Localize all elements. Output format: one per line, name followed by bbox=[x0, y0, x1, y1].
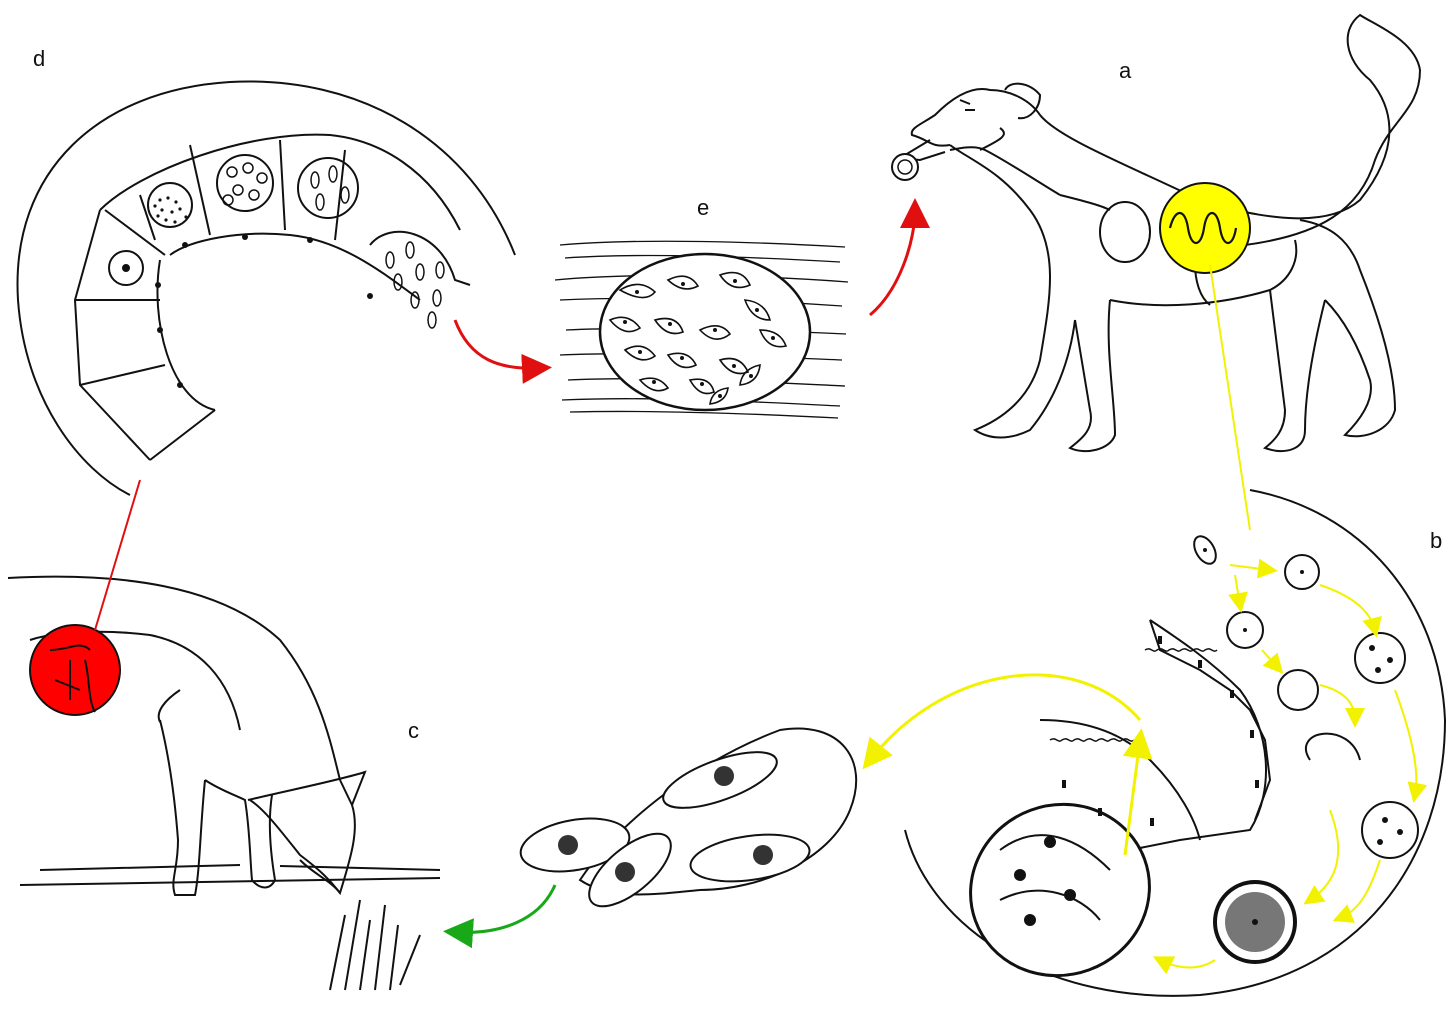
line-red-d-to-pig bbox=[95, 480, 140, 630]
arrow-yellow-1 bbox=[1230, 565, 1270, 570]
arrow-red-e-to-a bbox=[870, 210, 915, 315]
intestine-section-d bbox=[18, 81, 515, 495]
arrow-green-to-grass bbox=[455, 885, 555, 932]
muscle-cyst-e bbox=[555, 241, 848, 418]
arrow-yellow-4 bbox=[1262, 650, 1278, 668]
intestinal-development-b bbox=[905, 490, 1445, 1001]
arrow-yellow-8 bbox=[1340, 860, 1380, 918]
arrow-yellow-9 bbox=[1160, 960, 1215, 968]
arrow-yellow-6 bbox=[1395, 690, 1416, 795]
sporozoites bbox=[516, 728, 856, 919]
arrow-red-d-to-e bbox=[455, 320, 540, 368]
arrow-yellow-2 bbox=[1235, 575, 1240, 605]
arrow-yellow-b-to-sporozoites bbox=[870, 675, 1140, 760]
arrow-yellow-7 bbox=[1310, 810, 1338, 900]
arrow-yellow-3 bbox=[1320, 585, 1375, 630]
dog-host-a bbox=[892, 15, 1420, 451]
pig-host-c bbox=[8, 577, 440, 990]
arrow-yellow-5 bbox=[1320, 685, 1355, 720]
line-yellow-dog-to-b bbox=[1210, 265, 1250, 530]
